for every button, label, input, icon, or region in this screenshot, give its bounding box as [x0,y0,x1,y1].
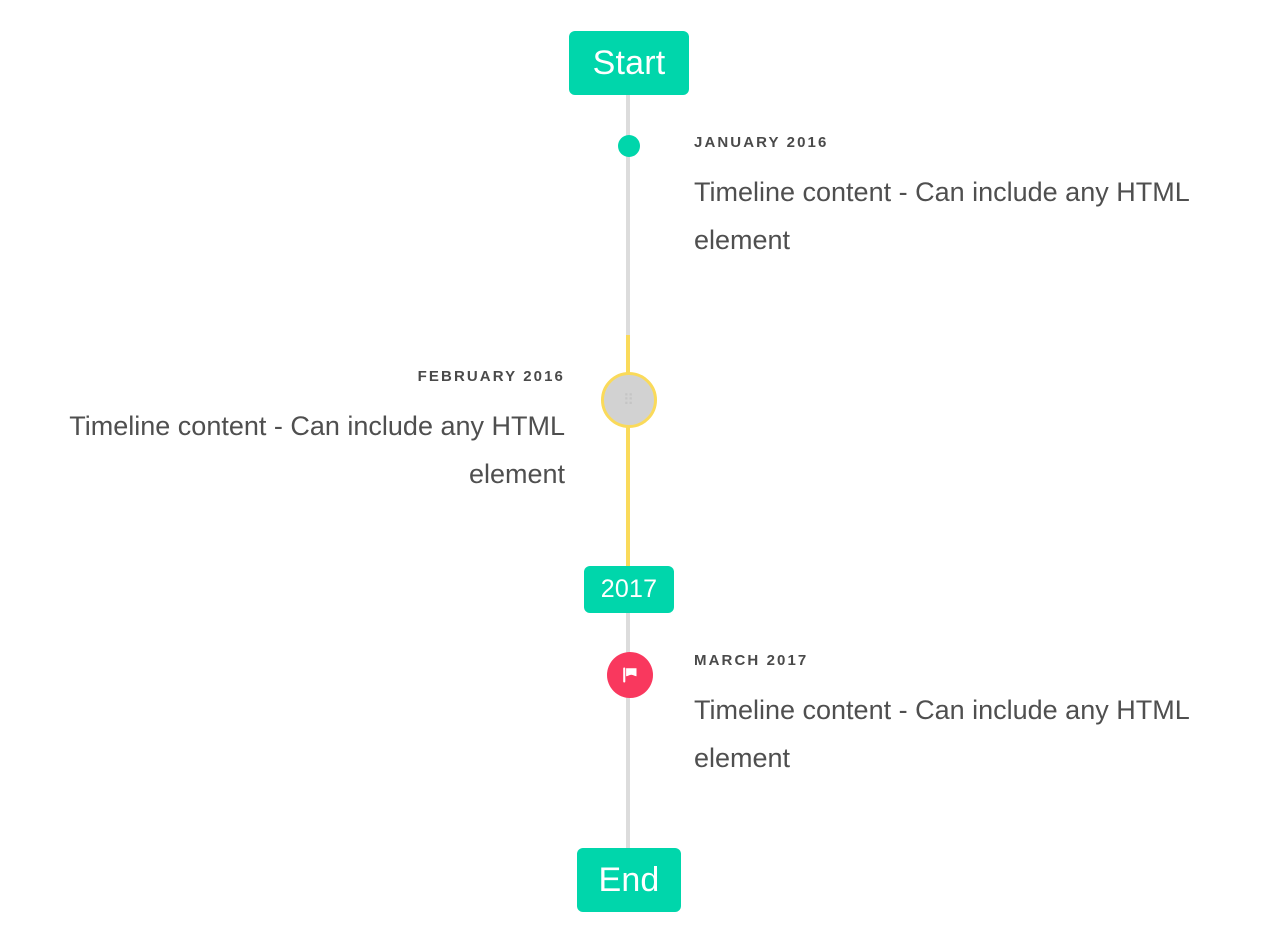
timeline-entry-body: Timeline content - Can include any HTML … [694,177,1189,255]
flag-icon[interactable] [607,652,653,698]
timeline-entry-january: JANUARY 2016 Timeline content - Can incl… [694,134,1224,264]
timeline-start-badge[interactable]: Start [569,31,689,95]
timeline-year-badge[interactable]: 2017 [584,566,674,613]
timeline-entry-date: FEBRUARY 2016 [417,368,565,385]
ring-placeholder-icon[interactable]: ⠿ [601,372,657,428]
timeline-entry-body: Timeline content - Can include any HTML … [69,411,565,489]
timeline-spine-highlighted [626,335,630,566]
placeholder-glyph-icon: ⠿ [623,390,635,409]
dot-icon[interactable] [618,135,640,157]
timeline-entry-february: FEBRUARY 2016 Timeline content - Can inc… [20,368,565,498]
timeline-entry-date: MARCH 2017 [694,652,809,669]
timeline-entry-march: MARCH 2017 Timeline content - Can includ… [694,652,1224,782]
timeline-spine-top [626,94,630,335]
timeline-spine-bottom [626,612,630,848]
timeline-end-badge[interactable]: End [577,848,681,912]
timeline-entry-date: JANUARY 2016 [694,134,829,151]
timeline-entry-body: Timeline content - Can include any HTML … [694,695,1189,773]
